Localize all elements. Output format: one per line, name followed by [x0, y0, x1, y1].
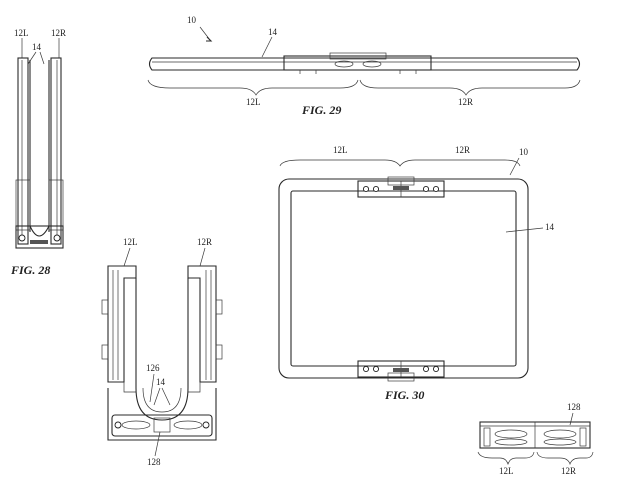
folded-detail-drawing: 12L 12R 126 14 128 [101, 237, 223, 467]
detail-right-housing [187, 265, 217, 383]
fig28-display-bend [29, 225, 50, 237]
fig29-leader-14 [261, 36, 273, 58]
detail-hinge-outline [107, 388, 217, 441]
detail-right-tab-2 [215, 344, 223, 360]
fig30-label-12L: 12L [333, 145, 348, 155]
fig29-brace-left [147, 79, 359, 96]
fig30-label-14: 14 [545, 222, 555, 232]
hinge-slot-lower-left [494, 438, 528, 446]
fig30-brace [279, 159, 521, 167]
detail-display-bend-inner [142, 387, 182, 413]
hinge-slot-upper-right [543, 429, 577, 439]
fig28-left-housing [17, 57, 29, 245]
fig30-top-slot [393, 186, 409, 190]
detail-left-tab-1 [101, 299, 109, 315]
fig30-display [290, 190, 517, 367]
detail-label-128: 128 [147, 457, 161, 467]
fig30-bottom-screw-1 [362, 365, 370, 373]
fig28-title: FIG. 28 [10, 263, 50, 277]
detail-leaders-mid [149, 373, 171, 406]
fig30-top-screw-1 [362, 185, 370, 193]
fig28-label-12R: 12R [51, 28, 66, 38]
fig-29-drawing: 10 14 12L 12R FIG. 29 [147, 15, 581, 117]
fig29-title: FIG. 29 [301, 103, 341, 117]
fig-28-drawing: 12L 12R 14 FIG. 28 [10, 28, 66, 277]
fig29-body [148, 57, 581, 71]
detail-left-housing [107, 265, 137, 383]
fig30-bottom-screw-4 [432, 365, 440, 373]
fig30-bottom-slot [393, 368, 409, 372]
detail-steps [123, 382, 201, 393]
detail-hinge-center [153, 417, 171, 433]
fig28-left-bracket [15, 179, 31, 231]
fig29-label-12R: 12R [458, 97, 473, 107]
fig29-brace-right [359, 79, 581, 96]
fig28-leader-14 [27, 51, 45, 65]
hinge-slot-lower-right [543, 438, 577, 446]
fig28-leaders [21, 38, 60, 58]
hinge-leader-128 [569, 412, 574, 426]
fig29-label-10: 10 [187, 15, 197, 25]
detail-label-12R: 12R [197, 237, 212, 247]
fig30-leader-14 [505, 227, 544, 233]
detail-hinge-slot-right [173, 420, 203, 430]
fig30-bottom-screw-3 [422, 365, 430, 373]
fig-30-drawing: 12L 12R 10 14 FIG. 30 [278, 145, 555, 402]
hinge-end-right [579, 427, 587, 447]
hinge-brace-right [536, 451, 594, 466]
fig28-right-bracket [48, 179, 64, 231]
hinge-detail-drawing: 128 12L 12R [477, 402, 594, 476]
fig28-label-14: 14 [32, 42, 42, 52]
fig30-label-12R: 12R [455, 145, 470, 155]
hinge-label-12L: 12L [499, 466, 514, 476]
fig28-pin-right [53, 234, 61, 242]
fig30-bottom-screw-2 [372, 365, 380, 373]
fig29-label-12L: 12L [246, 97, 261, 107]
detail-display-bend [135, 387, 189, 421]
detail-pin-right [202, 421, 210, 429]
fig29-slot-left [334, 60, 354, 68]
detail-label-14: 14 [156, 377, 166, 387]
hinge-brace-left [477, 451, 535, 466]
fig30-top-screw-4 [432, 185, 440, 193]
fig28-right-housing [50, 57, 62, 245]
hinge-label-128: 128 [567, 402, 581, 412]
detail-leader-128 [154, 431, 161, 457]
fig30-housing [278, 178, 529, 379]
fig29-label-14: 14 [268, 27, 278, 37]
detail-hinge-plate [111, 414, 213, 437]
fig30-leader-10 [509, 157, 520, 176]
fig28-pin-left [18, 234, 26, 242]
hinge-slot-upper-left [494, 429, 528, 439]
hinge-end-left [483, 427, 491, 447]
fig29-arrowhead [206, 36, 213, 42]
detail-label-126: 126 [146, 363, 160, 373]
fig30-title: FIG. 30 [384, 388, 424, 402]
fig28-hinge-slot [30, 240, 48, 244]
detail-leaders-top [123, 247, 206, 267]
detail-right-tab-1 [215, 299, 223, 315]
fig28-label-12L: 12L [14, 28, 29, 38]
fig29-hinge-cap [329, 52, 387, 60]
fig28-hinge [15, 225, 64, 249]
fig30-label-10: 10 [519, 147, 529, 157]
hinge-label-12R: 12R [561, 466, 576, 476]
fig29-slot-right [362, 60, 382, 68]
fig30-top-screw-2 [372, 185, 380, 193]
detail-pin-left [114, 421, 122, 429]
fig29-hinge-block [283, 55, 432, 71]
detail-left-tab-2 [101, 344, 109, 360]
fig30-top-screw-3 [422, 185, 430, 193]
detail-label-12L: 12L [123, 237, 138, 247]
detail-hinge-slot-left [121, 420, 151, 430]
